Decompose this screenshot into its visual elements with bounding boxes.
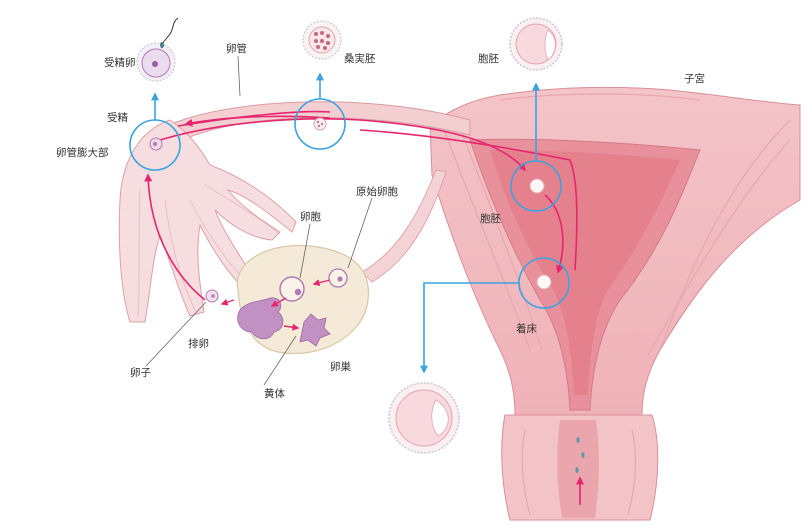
label-corpus-luteum: 黄体 <box>264 387 285 400</box>
morula-detail <box>302 20 342 60</box>
leader-lines <box>145 55 373 386</box>
blastocyst-detail-bottom <box>388 382 460 454</box>
blue-arrows <box>151 72 540 374</box>
label-fertilization: 受精 <box>107 111 128 124</box>
zygote-in-tube <box>149 137 163 151</box>
fimbriae <box>118 119 297 323</box>
label-ovary: 卵巣 <box>330 360 351 373</box>
zygote-detail <box>136 17 179 82</box>
corpus-luteum-shape <box>299 313 331 347</box>
label-ovulation: 排卵 <box>188 337 209 350</box>
label-oviduct: 卵管 <box>226 42 247 55</box>
ruptured-follicle <box>237 297 284 340</box>
label-ampulla: 卵管膨大部 <box>56 146 109 159</box>
label-follicle: 卵胞 <box>300 211 321 223</box>
label-blastocyst-mid: 胞胚 <box>480 213 501 225</box>
egg-pathway <box>144 110 584 505</box>
label-implantation: 着床 <box>516 322 537 335</box>
blastocyst-in-uterus <box>529 178 545 194</box>
label-primordial-follicle: 原始卵胞 <box>356 185 398 198</box>
ovary <box>220 244 370 355</box>
label-fertilized-egg: 受精卵 <box>104 56 136 69</box>
follicle <box>279 276 305 302</box>
egg-cell <box>205 289 219 303</box>
label-blastocyst-top: 胞胚 <box>478 53 499 65</box>
sperm-in-cervix <box>575 437 585 473</box>
primordial-follicle <box>328 268 348 288</box>
label-egg: 卵子 <box>130 367 151 379</box>
label-uterus: 子宮 <box>684 72 705 85</box>
blastocyst-detail-top <box>509 17 563 71</box>
uterus <box>429 86 801 521</box>
label-morula: 桑実胚 <box>344 52 376 65</box>
morula-in-tube <box>313 117 327 131</box>
implanting-embryo <box>536 274 552 290</box>
